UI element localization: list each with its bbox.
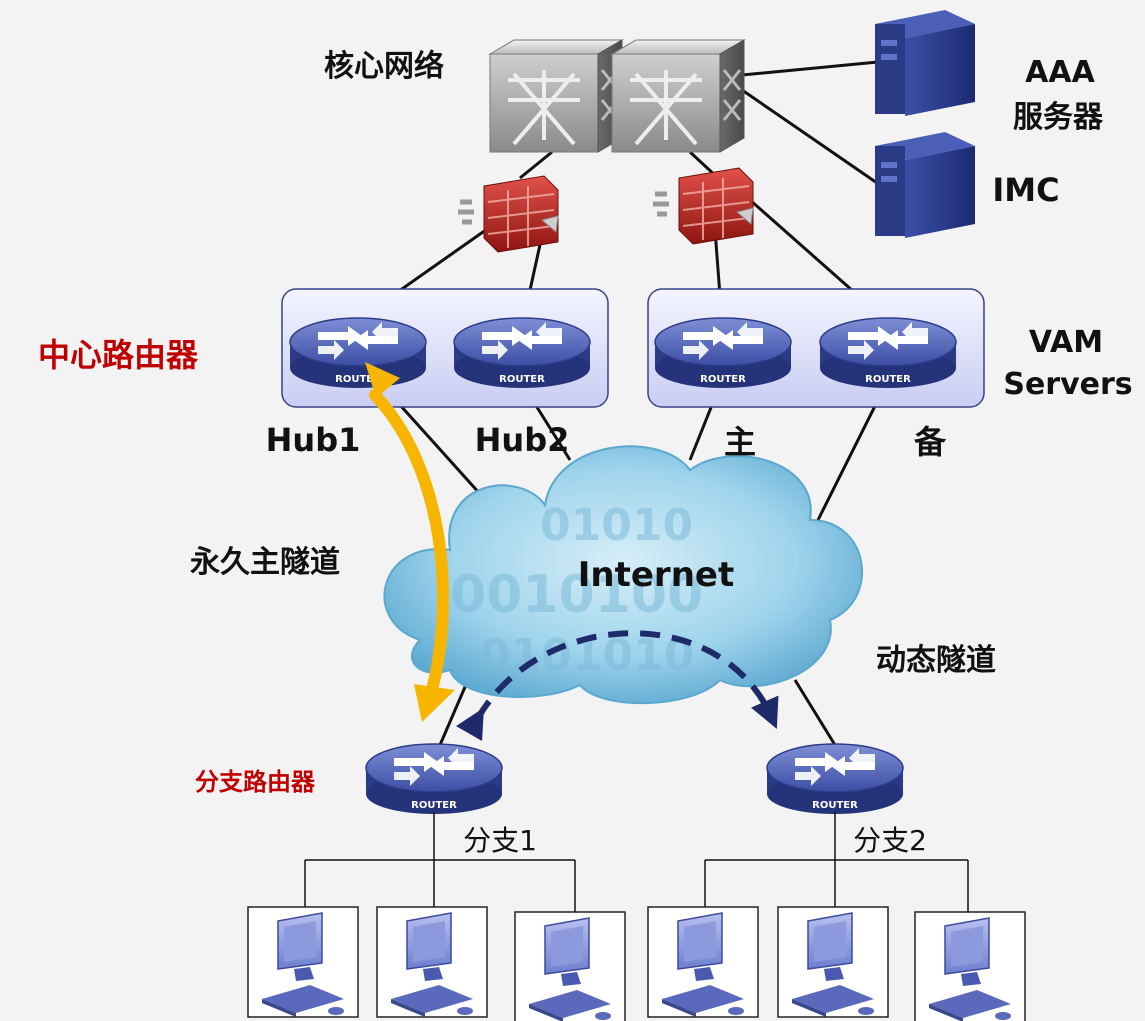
hub2-label: Hub2 xyxy=(475,421,570,459)
imc-label: IMC xyxy=(992,171,1059,209)
hub1-label: Hub1 xyxy=(266,421,361,459)
router-badge: ROUTER xyxy=(499,374,545,385)
router-badges: ROUTER ROUTER ROUTER ROUTER ROUTER ROUTE… xyxy=(335,374,911,811)
pc-icon xyxy=(777,906,889,1018)
cloud-icon: 01010 0010100 0101010 xyxy=(383,445,864,705)
link-hub1-internet xyxy=(398,403,492,507)
svg-text:01010: 01010 xyxy=(540,500,693,551)
pc-icon xyxy=(914,911,1026,1021)
internet-label: Internet xyxy=(578,555,734,595)
branch2-lan xyxy=(704,812,969,912)
branch-routers-label: 分支路由器 xyxy=(195,768,316,796)
router-badge: ROUTER xyxy=(411,800,457,811)
router-badge: ROUTER xyxy=(865,374,911,385)
vam-backup-label: 备 xyxy=(914,423,947,461)
server-icon xyxy=(875,132,975,238)
link-switch-aaa xyxy=(741,60,879,77)
vam-primary-label: 主 xyxy=(724,423,756,461)
router-badge: ROUTER xyxy=(700,374,746,385)
core-network-label: 核心网络 xyxy=(324,49,444,84)
router-badge: ROUTER xyxy=(812,800,858,811)
link-internet-branch1 xyxy=(438,679,470,746)
aaa-server-label-line2: 服务器 xyxy=(1013,100,1104,135)
hub-routers-label: 中心路由器 xyxy=(38,336,199,374)
permanent-tunnel-label: 永久主隧道 xyxy=(190,545,340,580)
link-switch-imc xyxy=(741,88,881,187)
svg-text:0010100: 0010100 xyxy=(450,565,703,625)
aaa-server-label-line1: AAA xyxy=(1025,55,1095,90)
firewall-icon xyxy=(653,167,754,245)
vam-servers-label-line1: VAM xyxy=(1029,325,1103,360)
vam-servers-label-line2: Servers xyxy=(1003,367,1132,402)
branch1-lan xyxy=(304,812,576,912)
dynamic-tunnel-arrow xyxy=(456,630,779,742)
pc-icon xyxy=(514,911,626,1021)
permanent-tunnel-arrow xyxy=(365,362,455,722)
branch2-label: 分支2 xyxy=(853,824,927,857)
pc-icon xyxy=(647,906,759,1018)
link-internet-branch2 xyxy=(793,679,837,746)
dynamic-tunnel-label: 动态隧道 xyxy=(876,643,996,678)
core-switch-icon xyxy=(488,39,746,153)
pc-icon xyxy=(376,906,488,1018)
server-icon xyxy=(875,10,975,116)
firewall-icon xyxy=(458,175,559,253)
link-switch-fw1 xyxy=(519,150,553,180)
router-badge: ROUTER xyxy=(335,374,381,385)
pc-icon xyxy=(247,906,359,1018)
branch1-label: 分支1 xyxy=(463,824,537,857)
